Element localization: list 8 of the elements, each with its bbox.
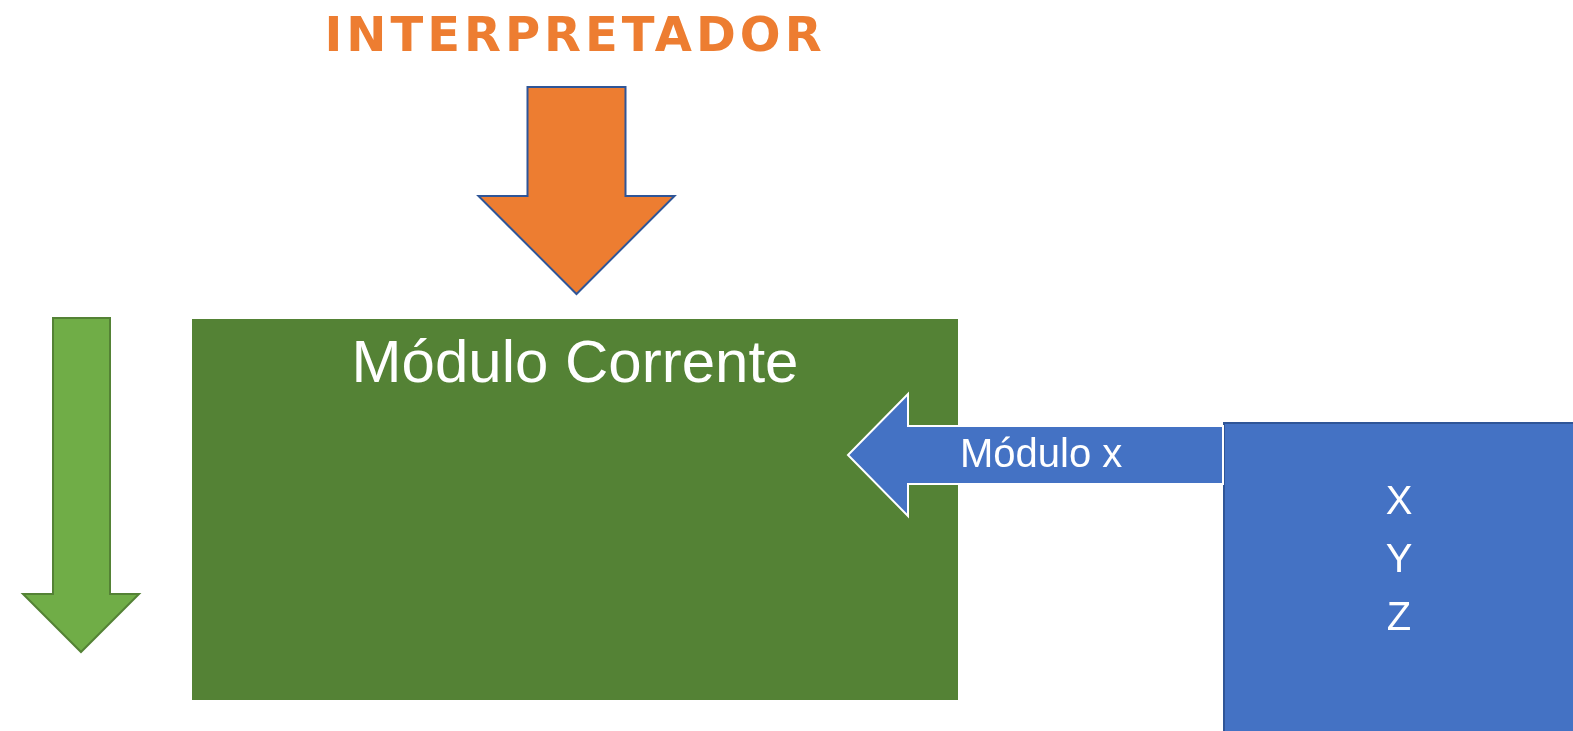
box-text: X Y Z <box>1384 477 1414 640</box>
block-arrow <box>846 391 1224 519</box>
block-arrow <box>476 86 677 296</box>
module-box <box>192 319 958 700</box>
box-heading: Módulo Corrente <box>350 327 800 396</box>
edge-label: Módulo x <box>960 431 1123 476</box>
title-text: INTERPRETADOR <box>323 6 827 62</box>
module-box <box>1223 422 1573 731</box>
